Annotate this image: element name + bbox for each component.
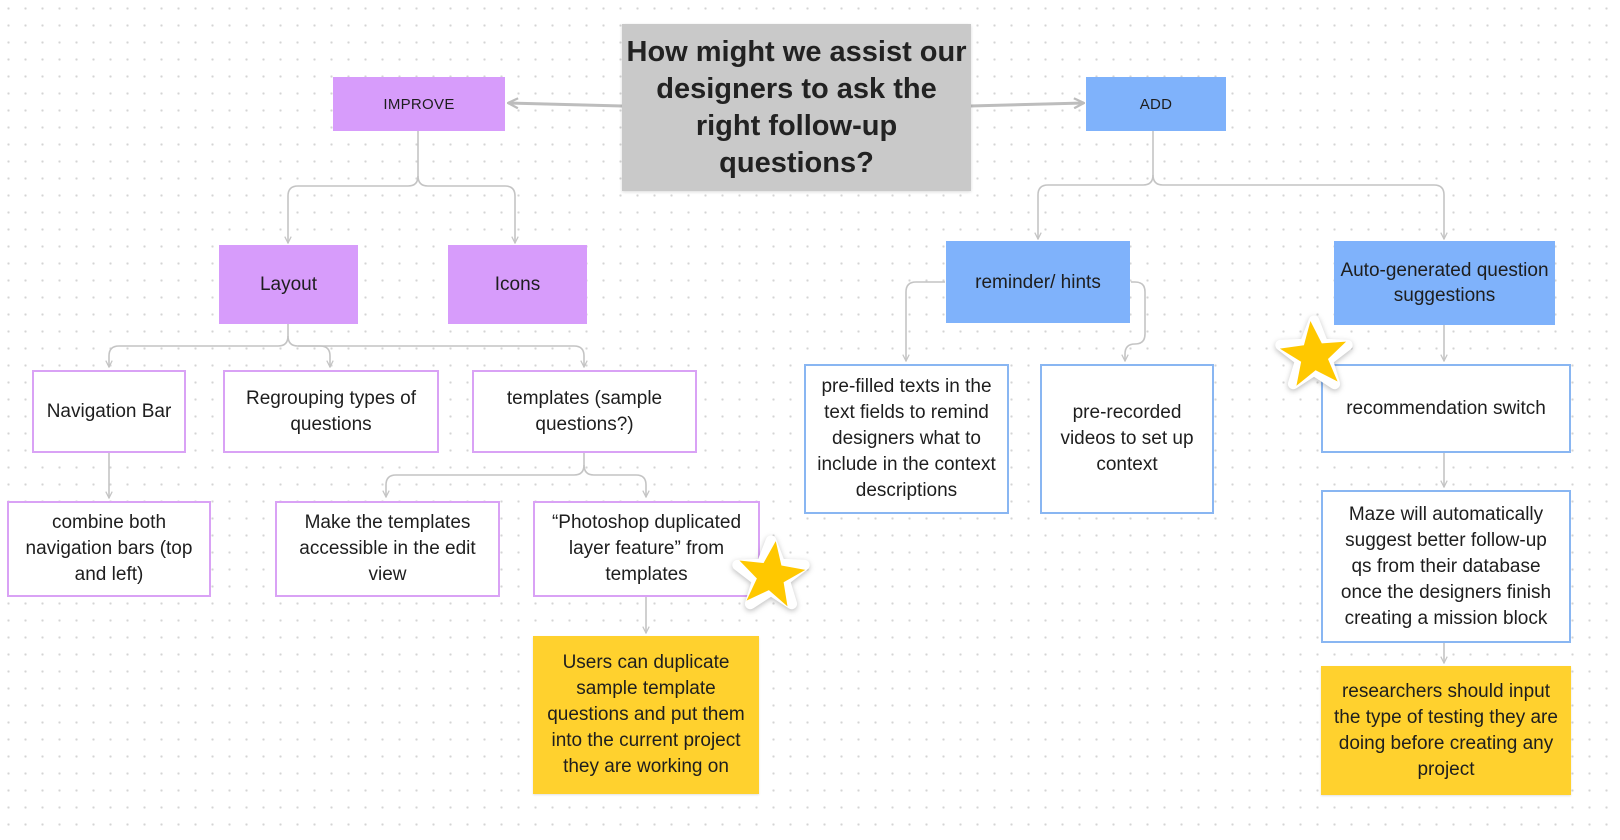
- category-reminder-hints-label: reminder/ hints: [975, 271, 1101, 293]
- branch-add-label: ADD: [1139, 95, 1173, 113]
- branch-improve[interactable]: IMPROVE: [333, 77, 505, 131]
- idea-regrouping-questions-text: Regrouping types of questions: [245, 387, 417, 435]
- idea-maze-auto-suggest-text: Maze will automatically suggest better f…: [1340, 503, 1552, 629]
- sticky-note-researchers-input[interactable]: researchers should input the type of tes…: [1321, 666, 1571, 795]
- branch-add[interactable]: ADD: [1086, 77, 1226, 131]
- connector-reminder-videos: [1125, 281, 1146, 361]
- connector-improve-layout: [288, 131, 419, 243]
- connector-templates-photoshop: [583, 464, 646, 497]
- idea-templates-text: templates (sample questions?): [506, 387, 663, 435]
- category-auto-generated-suggestions-label: Auto-generated question suggestions: [1340, 260, 1549, 306]
- connector-templates-edit-view: [386, 453, 585, 497]
- category-layout-label: Layout: [259, 274, 318, 295]
- idea-templates[interactable]: templates (sample questions?): [472, 370, 697, 453]
- idea-prefilled-texts[interactable]: pre-filled texts in the text fields to r…: [804, 364, 1009, 514]
- idea-maze-auto-suggest[interactable]: Maze will automatically suggest better f…: [1321, 490, 1571, 643]
- idea-prerecorded-videos-text: pre-recorded videos to set up context: [1060, 402, 1194, 475]
- idea-templates-edit-view-text: Make the templates accessible in the edi…: [299, 512, 476, 585]
- sticky-note-duplicate-templates[interactable]: Users can duplicate sample template ques…: [533, 636, 759, 794]
- idea-combine-navigation-bars-text: combine both navigation bars (top and le…: [25, 512, 193, 585]
- category-icons-label: Icons: [494, 274, 541, 295]
- central-question-text: How might we assist our designers to ask…: [626, 35, 967, 179]
- connector-add-auto: [1152, 174, 1444, 239]
- idea-templates-edit-view[interactable]: Make the templates accessible in the edi…: [275, 501, 500, 597]
- idea-combine-navigation-bars[interactable]: combine both navigation bars (top and le…: [7, 501, 211, 597]
- idea-navigation-bar-text: Navigation Bar: [46, 400, 172, 422]
- sticky-note-researchers-input-text: researchers should input the type of tes…: [1334, 680, 1558, 780]
- sticky-note-duplicate-templates-text: Users can duplicate sample template ques…: [547, 652, 745, 777]
- connector-reminder-prefilled: [906, 281, 945, 361]
- category-auto-generated-suggestions[interactable]: Auto-generated question suggestions: [1334, 241, 1555, 325]
- star-icon[interactable]: [1269, 310, 1359, 400]
- category-layout[interactable]: Layout: [219, 245, 358, 324]
- idea-photoshop-duplicate[interactable]: “Photoshop duplicated layer feature” fro…: [533, 501, 760, 597]
- central-question[interactable]: How might we assist our designers to ask…: [622, 24, 971, 191]
- connector-improve-icons: [417, 175, 515, 243]
- connector-question-improve: [508, 103, 623, 106]
- category-icons[interactable]: Icons: [448, 245, 587, 324]
- category-reminder-hints[interactable]: reminder/ hints: [946, 241, 1130, 323]
- idea-prerecorded-videos[interactable]: pre-recorded videos to set up context: [1040, 364, 1214, 514]
- idea-prefilled-texts-text: pre-filled texts in the text fields to r…: [817, 376, 996, 501]
- star-icon[interactable]: [726, 530, 816, 620]
- connector-question-add: [969, 103, 1084, 106]
- connector-layout-navbar: [109, 324, 289, 367]
- idea-navigation-bar[interactable]: Navigation Bar: [32, 370, 186, 453]
- idea-recommendation-switch-text: recommendation switch: [1346, 397, 1546, 419]
- connector-layout-regrouping: [287, 335, 330, 367]
- idea-photoshop-duplicate-text: “Photoshop duplicated layer feature” fro…: [551, 512, 742, 585]
- connector-add-reminder: [1038, 131, 1154, 239]
- idea-recommendation-switch[interactable]: recommendation switch: [1321, 364, 1571, 453]
- idea-regrouping-questions[interactable]: Regrouping types of questions: [223, 370, 439, 453]
- connector-layout-templates: [298, 345, 584, 367]
- branch-improve-label: IMPROVE: [383, 95, 455, 113]
